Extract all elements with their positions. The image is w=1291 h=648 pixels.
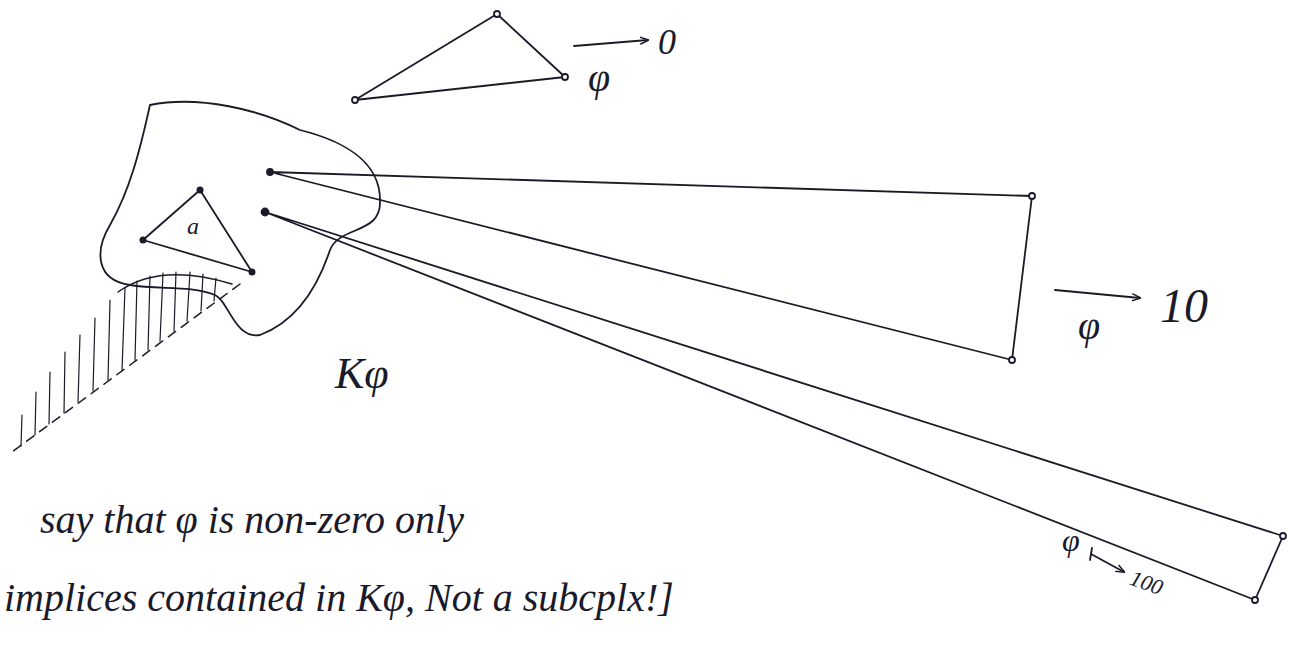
outline-path [100,102,380,336]
vertex [494,11,500,17]
vertex [1252,597,1258,603]
value: 100 [1127,567,1166,599]
map-arrow [574,40,648,46]
node-label: Kφ [335,352,389,396]
simplex [265,212,1283,600]
simplex [270,172,1032,360]
vertex [197,187,204,194]
node-label: a [187,214,199,238]
value: 10 [1160,282,1208,330]
vertex [1009,357,1015,363]
vertex [140,237,147,244]
note: implices contained in Kφ, Not a subcplx!… [4,578,674,618]
note: say that φ is non-zero only [40,500,464,540]
vertex [262,209,269,216]
region-blob: Kφa [90,90,390,350]
simplex [355,14,565,100]
outline-path [143,190,252,272]
vertex [352,97,358,103]
map-symbol: φ [588,58,610,98]
vertex [267,169,273,175]
vertex [562,74,568,80]
map-symbol: φ [1078,306,1100,346]
hatching [21,272,216,446]
simplex-triangle: a [135,180,260,280]
outline [90,90,390,350]
hatch-boundary [12,284,240,452]
value: 0 [658,24,676,60]
vertex [1029,193,1035,199]
map-symbol: φ [1062,524,1080,556]
vertex [1280,533,1286,539]
map-arrow [1055,290,1140,298]
vertex [249,269,256,276]
maps-to-arrow [1091,554,1124,572]
